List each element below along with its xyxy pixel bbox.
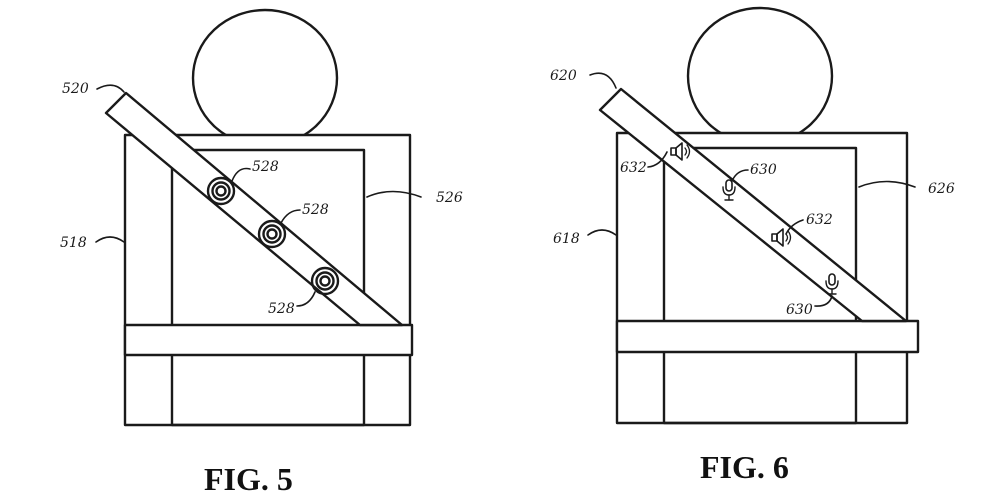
ref-626: 626 — [928, 181, 955, 197]
lap-bar — [615, 319, 920, 354]
leader-626 — [858, 180, 916, 188]
seat-frame — [123, 133, 412, 427]
ref-528-b: 528 — [302, 202, 329, 218]
ref-620: 620 — [550, 68, 577, 84]
ref-618: 618 — [553, 231, 580, 247]
speaker-icon — [670, 142, 691, 161]
ref-518: 518 — [60, 235, 87, 251]
sensor-528-c — [310, 266, 340, 296]
ref-632-a: 632 — [620, 160, 647, 176]
leader-528-c — [296, 291, 316, 307]
occupant-head — [686, 6, 834, 146]
occupant-head — [191, 8, 339, 148]
leader-632-b — [785, 219, 804, 235]
leader-528-a — [231, 167, 251, 182]
figure-5: 520 518 526 528 528 528 FIG. 5 — [60, 8, 463, 497]
ref-630-b: 630 — [786, 302, 813, 318]
seat-backrest — [170, 148, 366, 427]
leader-632-a — [647, 151, 668, 168]
ref-528-a: 528 — [252, 159, 279, 175]
ref-520: 520 — [62, 81, 89, 97]
leader-526 — [366, 190, 422, 198]
ref-632-b: 632 — [806, 212, 833, 228]
microphone-icon — [825, 273, 839, 295]
lap-bar — [123, 323, 414, 357]
figure-caption: FIG. 6 — [700, 449, 789, 485]
leader-518 — [95, 236, 125, 243]
sensor-528-b — [257, 219, 287, 249]
leader-630-a — [731, 169, 749, 182]
figure-6: 620 618 626 632 630 632 630 FIG. 6 — [550, 6, 955, 485]
leader-618 — [587, 229, 617, 236]
microphone-icon — [722, 179, 736, 201]
seat-frame — [615, 131, 909, 425]
ref-528-c: 528 — [268, 301, 295, 317]
figure-caption: FIG. 5 — [204, 461, 293, 497]
ref-630-a: 630 — [750, 162, 777, 178]
leader-630-b — [814, 295, 833, 307]
leader-620 — [589, 72, 617, 89]
leader-528-b — [280, 209, 301, 224]
speaker-icon — [771, 228, 792, 247]
leader-520 — [96, 84, 125, 93]
shoulder-belt — [104, 91, 404, 327]
ref-526: 526 — [436, 190, 463, 206]
sensor-528-a — [206, 176, 236, 206]
